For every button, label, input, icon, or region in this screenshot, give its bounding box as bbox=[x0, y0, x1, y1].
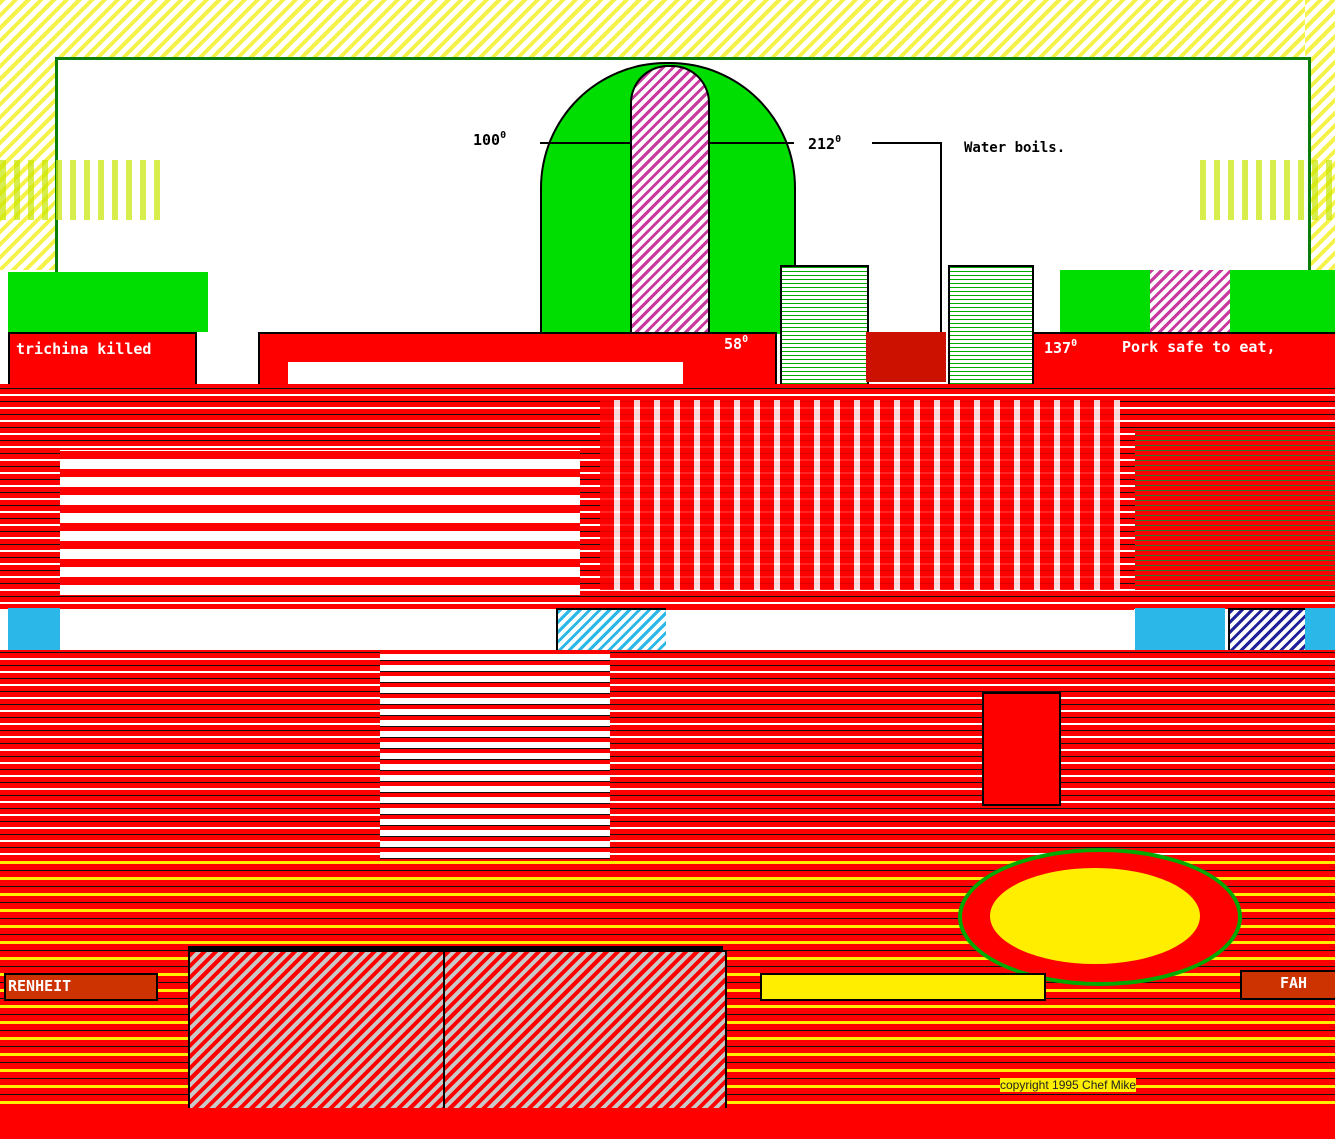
trichina-killed-label: trichina killed bbox=[16, 340, 152, 358]
yellow-input-box[interactable] bbox=[760, 973, 1046, 1001]
cylinder-right bbox=[948, 265, 1034, 389]
left-hatch-border bbox=[0, 0, 55, 270]
dotted-mark-left bbox=[0, 160, 160, 220]
cylinder-left bbox=[780, 265, 869, 389]
glitch-band-lower bbox=[0, 650, 1335, 860]
bulb-top-line bbox=[188, 946, 723, 950]
pointer-line-212 bbox=[872, 142, 942, 144]
right-scale-label: FAH bbox=[1280, 974, 1308, 992]
red-band-dark bbox=[866, 332, 946, 382]
left-scale-box bbox=[4, 973, 158, 1001]
green-block-left bbox=[8, 272, 208, 332]
pink-block-right bbox=[1150, 270, 1230, 332]
cyan-block-left bbox=[8, 608, 60, 650]
white-inset bbox=[288, 362, 683, 384]
glitch-white-panel-left bbox=[60, 450, 580, 595]
dotted-mark-right bbox=[1200, 160, 1335, 220]
bulb-right bbox=[443, 950, 727, 1114]
glitch-grid-center bbox=[600, 400, 1120, 590]
cyan-block-far-right bbox=[1305, 608, 1335, 650]
mercury-column bbox=[630, 65, 710, 334]
top-hatch-border bbox=[0, 0, 1335, 57]
bottom-red-bar bbox=[0, 1108, 1335, 1139]
dial-inner bbox=[990, 868, 1200, 964]
copyright-text: copyright 1995 Chef Mike bbox=[1000, 1078, 1137, 1092]
label-137: 1370 bbox=[1044, 338, 1078, 357]
label-58: 580 bbox=[724, 334, 749, 353]
cyan-hatch-mid bbox=[556, 608, 668, 654]
white-strip-mid bbox=[666, 608, 1134, 652]
left-scale-label: RENHEIT bbox=[8, 977, 72, 995]
navy-hatch-right bbox=[1228, 608, 1307, 654]
cyan-block-right bbox=[1135, 608, 1225, 650]
glitch-dark-block bbox=[982, 692, 1061, 806]
label-212: 2120 bbox=[808, 134, 842, 153]
glitch-band-right bbox=[1135, 430, 1335, 590]
label-100: 1000 bbox=[473, 130, 507, 149]
water-boils-label: Water boils. bbox=[964, 140, 1066, 156]
bulb-left bbox=[188, 950, 447, 1114]
right-scale-box bbox=[1240, 970, 1335, 1000]
pointer-line-212-vert bbox=[940, 142, 942, 332]
glitch-white-col bbox=[380, 650, 610, 880]
pork-safe-label: Pork safe to eat, bbox=[1122, 338, 1276, 356]
